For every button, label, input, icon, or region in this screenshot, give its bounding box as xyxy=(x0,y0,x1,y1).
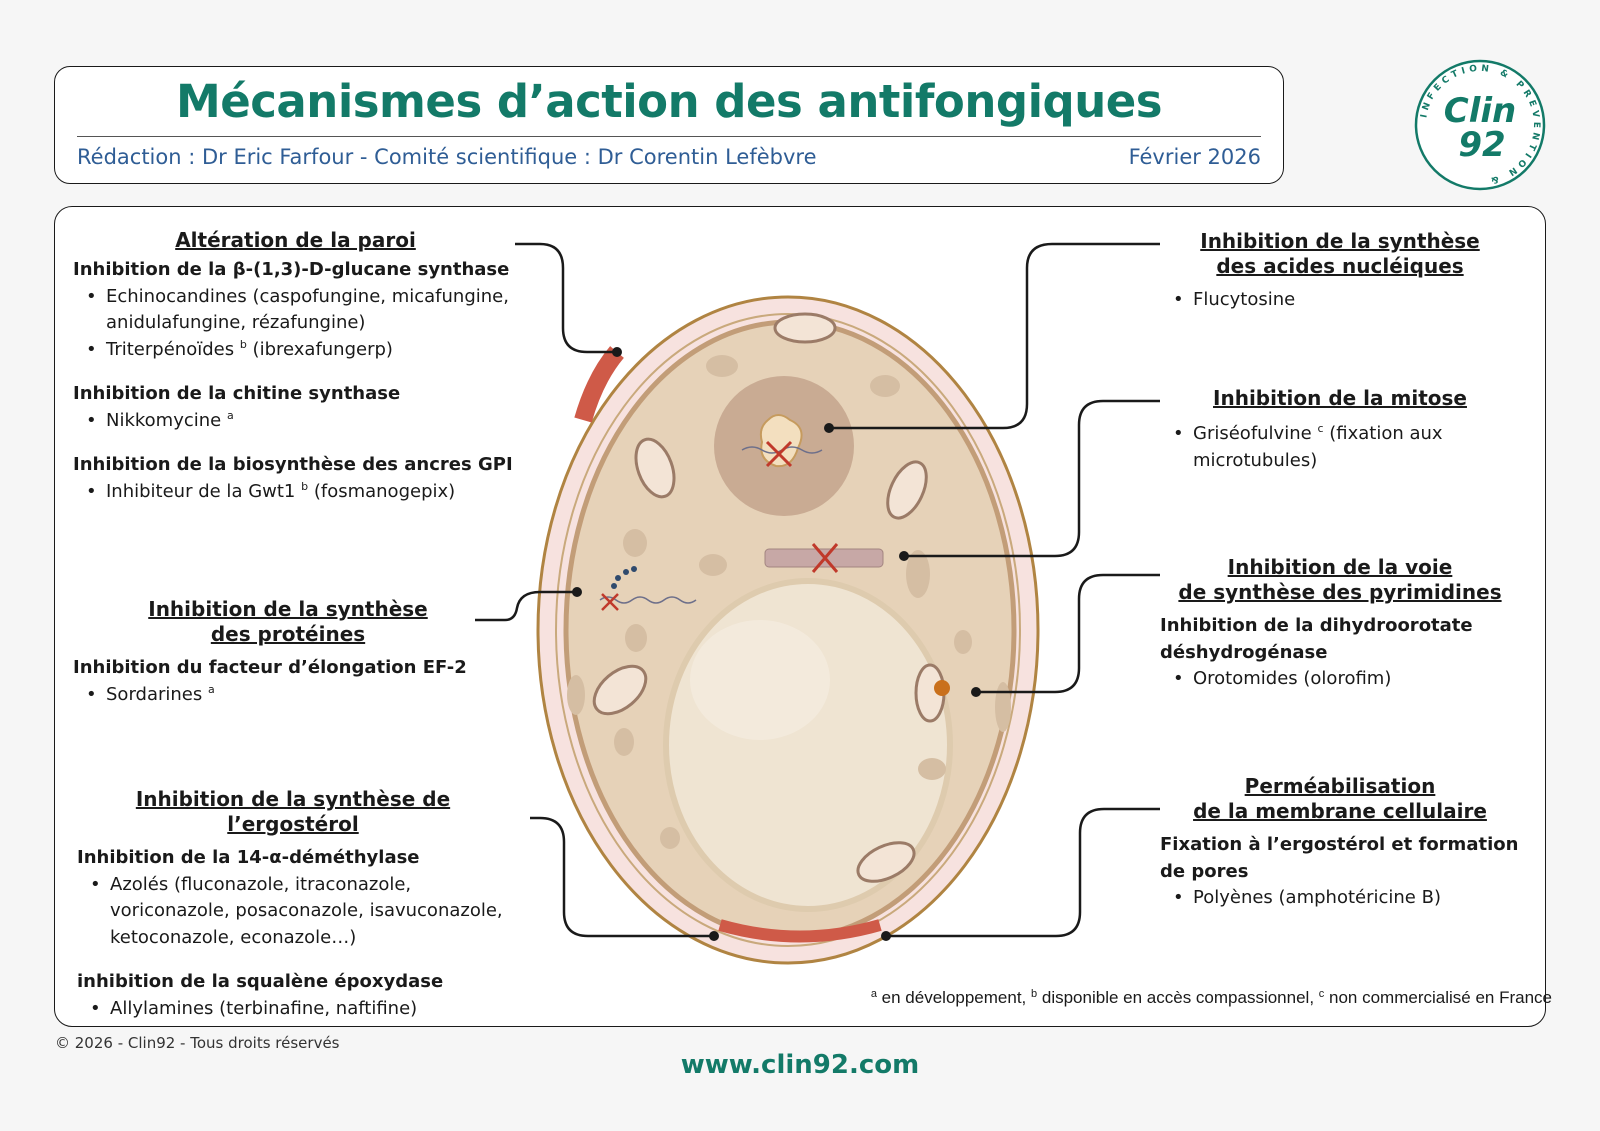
section-ergosterol-title: Inhibition de la synthèse de l’ergostéro… xyxy=(135,787,451,836)
ergosterol-list-azoles: Azolés (fluconazole, itraconazole, voric… xyxy=(77,872,517,952)
publication-date: Février 2026 xyxy=(1128,145,1261,169)
ergosterol-subtitle-squalene: inhibition de la squalène époxydase xyxy=(77,971,444,992)
section-nucleiques: Inhibition de la synthèse des acides nuc… xyxy=(1160,229,1520,314)
section-proteines-title: Inhibition de la synthèse des protéines xyxy=(148,597,428,646)
nucleiques-list: Flucytosine xyxy=(1160,287,1520,314)
section-paroi: Altération de la paroi Inhibition de la … xyxy=(73,228,515,505)
list-item: Azolés (fluconazole, itraconazole, voric… xyxy=(77,872,517,952)
header-box: Mécanismes d’action des antifongiques Ré… xyxy=(54,66,1284,184)
list-item: Allylamines (terbinafine, naftifine) xyxy=(77,996,517,1023)
section-membrane-title: Perméabilisation de la membrane cellulai… xyxy=(1193,774,1487,823)
section-mitose-title: Inhibition de la mitose xyxy=(1213,386,1467,410)
ergosterol-subtitle-demethylase: Inhibition de la 14-α-déméthylase xyxy=(77,847,420,868)
copyright-notice: © 2026 - Clin92 - Tous droits réservés xyxy=(55,1034,340,1052)
paroi-subtitle-chitine: Inhibition de la chitine synthase xyxy=(73,383,401,404)
section-ergosterol: Inhibition de la synthèse de l’ergostéro… xyxy=(77,787,517,1022)
section-membrane: Perméabilisation de la membrane cellulai… xyxy=(1160,774,1520,912)
list-item: Sordarines a xyxy=(73,682,503,709)
section-mitose: Inhibition de la mitose Griséofulvine c … xyxy=(1160,386,1520,474)
header-divider xyxy=(77,136,1261,137)
proteines-list: Sordarines a xyxy=(73,682,503,709)
section-nucleiques-title: Inhibition de la synthèse des acides nuc… xyxy=(1200,229,1480,278)
section-pyrimidines-title: Inhibition de la voie de synthèse des py… xyxy=(1178,555,1502,604)
list-item: Orotomides (olorofim) xyxy=(1160,666,1520,693)
section-paroi-title: Altération de la paroi xyxy=(175,228,416,252)
website-link[interactable]: www.clin92.com xyxy=(680,1050,920,1080)
logo-ring xyxy=(1414,59,1546,191)
list-item: Polyènes (amphotéricine B) xyxy=(1160,885,1520,912)
membrane-list: Polyènes (amphotéricine B) xyxy=(1160,885,1520,912)
list-item: Inhibiteur de la Gwt1 b (fosmanogepix) xyxy=(73,479,515,506)
list-item: Nikkomycine a xyxy=(73,408,515,435)
ergosterol-list-allylamines: Allylamines (terbinafine, naftifine) xyxy=(77,996,517,1023)
proteines-subtitle: Inhibition du facteur d’élongation EF-2 xyxy=(73,657,467,678)
section-pyrimidines: Inhibition de la voie de synthèse des py… xyxy=(1160,555,1520,693)
pyrimidines-subtitle: Inhibition de la dihydroorotate déshydro… xyxy=(1160,615,1473,663)
membrane-subtitle: Fixation à l’ergostérol et formation de … xyxy=(1160,834,1519,882)
logo-text-clin: Clin xyxy=(1444,91,1516,131)
pyrimidines-list: Orotomides (olorofim) xyxy=(1160,666,1520,693)
section-proteines: Inhibition de la synthèse des protéines … xyxy=(73,597,503,708)
logo-text-92: 92 xyxy=(1458,125,1505,165)
paroi-subtitle-glucane: Inhibition de la β-(1,3)-D-glucane synth… xyxy=(73,259,510,280)
page-title: Mécanismes d’action des antifongiques xyxy=(175,75,1163,128)
paroi-list-chitine: Nikkomycine a xyxy=(73,408,515,435)
list-item: Flucytosine xyxy=(1160,287,1520,314)
list-item: Triterpénoïdes b (ibrexafungerp) xyxy=(73,337,515,364)
paroi-subtitle-gpi: Inhibition de la biosynthèse des ancres … xyxy=(73,454,513,475)
credits-line: Rédaction : Dr Eric Farfour - Comité sci… xyxy=(77,145,817,169)
paroi-list-gpi: Inhibiteur de la Gwt1 b (fosmanogepix) xyxy=(73,479,515,506)
footnote-legend: a en développement, b disponible en accè… xyxy=(870,988,1552,1007)
clin92-logo-icon: INFECTION & PREVENTION & Clin 92 xyxy=(1414,59,1546,191)
list-item: Echinocandines (caspofungine, micafungin… xyxy=(73,284,515,337)
paroi-list-glucane: Echinocandines (caspofungine, micafungin… xyxy=(73,284,515,364)
list-item: Griséofulvine c (fixation aux microtubul… xyxy=(1160,421,1460,474)
mitose-list: Griséofulvine c (fixation aux microtubul… xyxy=(1160,421,1460,474)
